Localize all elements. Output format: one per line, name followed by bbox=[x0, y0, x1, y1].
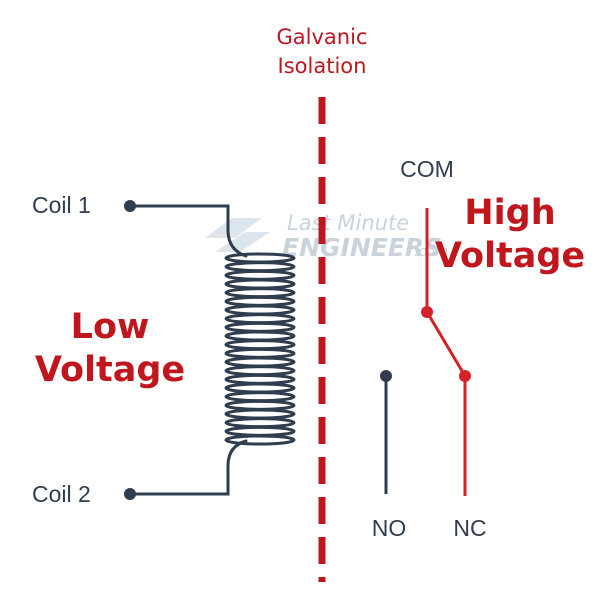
watermark-line1: Last Minute bbox=[287, 211, 409, 235]
isolation-label-line2: Isolation bbox=[278, 54, 367, 78]
low-voltage-line1: Low bbox=[71, 307, 150, 347]
coil-turn bbox=[224, 287, 296, 299]
coil-turn bbox=[224, 373, 296, 385]
coil1-label: Coil 1 bbox=[32, 192, 91, 218]
nc-contact bbox=[459, 370, 471, 382]
coil-turn bbox=[224, 425, 296, 437]
coil-turn bbox=[224, 399, 296, 411]
high-voltage-line2: Voltage bbox=[435, 236, 585, 276]
com-label: COM bbox=[400, 156, 454, 182]
coil-turn bbox=[224, 365, 296, 377]
coil-turn bbox=[224, 269, 296, 281]
coil-turn bbox=[224, 295, 296, 307]
coil-circuit bbox=[128, 204, 296, 496]
coil-turn bbox=[224, 356, 296, 368]
coil-windings bbox=[224, 252, 296, 446]
low-voltage-line2: Voltage bbox=[35, 350, 185, 390]
switch-arm bbox=[425, 311, 467, 377]
watermark-suffix: .com bbox=[414, 244, 448, 260]
coil-turn bbox=[224, 417, 296, 429]
watermark-line2: ENGINEERS bbox=[282, 233, 442, 262]
coil-turn bbox=[224, 434, 296, 446]
coil-turn bbox=[224, 330, 296, 342]
coil2-label: Coil 2 bbox=[32, 481, 91, 507]
coil-turn bbox=[224, 339, 296, 351]
coil-turn bbox=[224, 382, 296, 394]
coil1-terminal bbox=[124, 200, 136, 212]
coil-turn bbox=[224, 261, 296, 273]
coil-turn bbox=[224, 278, 296, 290]
coil-turn bbox=[224, 313, 296, 325]
high-voltage-line1: High bbox=[464, 193, 555, 233]
coil-turn bbox=[224, 321, 296, 333]
coil2-lead bbox=[128, 439, 248, 496]
watermark-logo-icon bbox=[205, 218, 270, 252]
no-contact bbox=[380, 370, 392, 382]
coil-turn bbox=[224, 408, 296, 420]
com-pivot bbox=[421, 306, 433, 318]
coil2-terminal bbox=[124, 488, 136, 500]
nc-label: NC bbox=[453, 515, 486, 541]
watermark: Last Minute ENGINEERS .com bbox=[205, 211, 448, 262]
coil-turn bbox=[224, 391, 296, 403]
coil-turn bbox=[224, 347, 296, 359]
isolation-label-line1: Galvanic bbox=[277, 25, 368, 49]
no-label: NO bbox=[372, 515, 407, 541]
coil-turn bbox=[224, 304, 296, 316]
